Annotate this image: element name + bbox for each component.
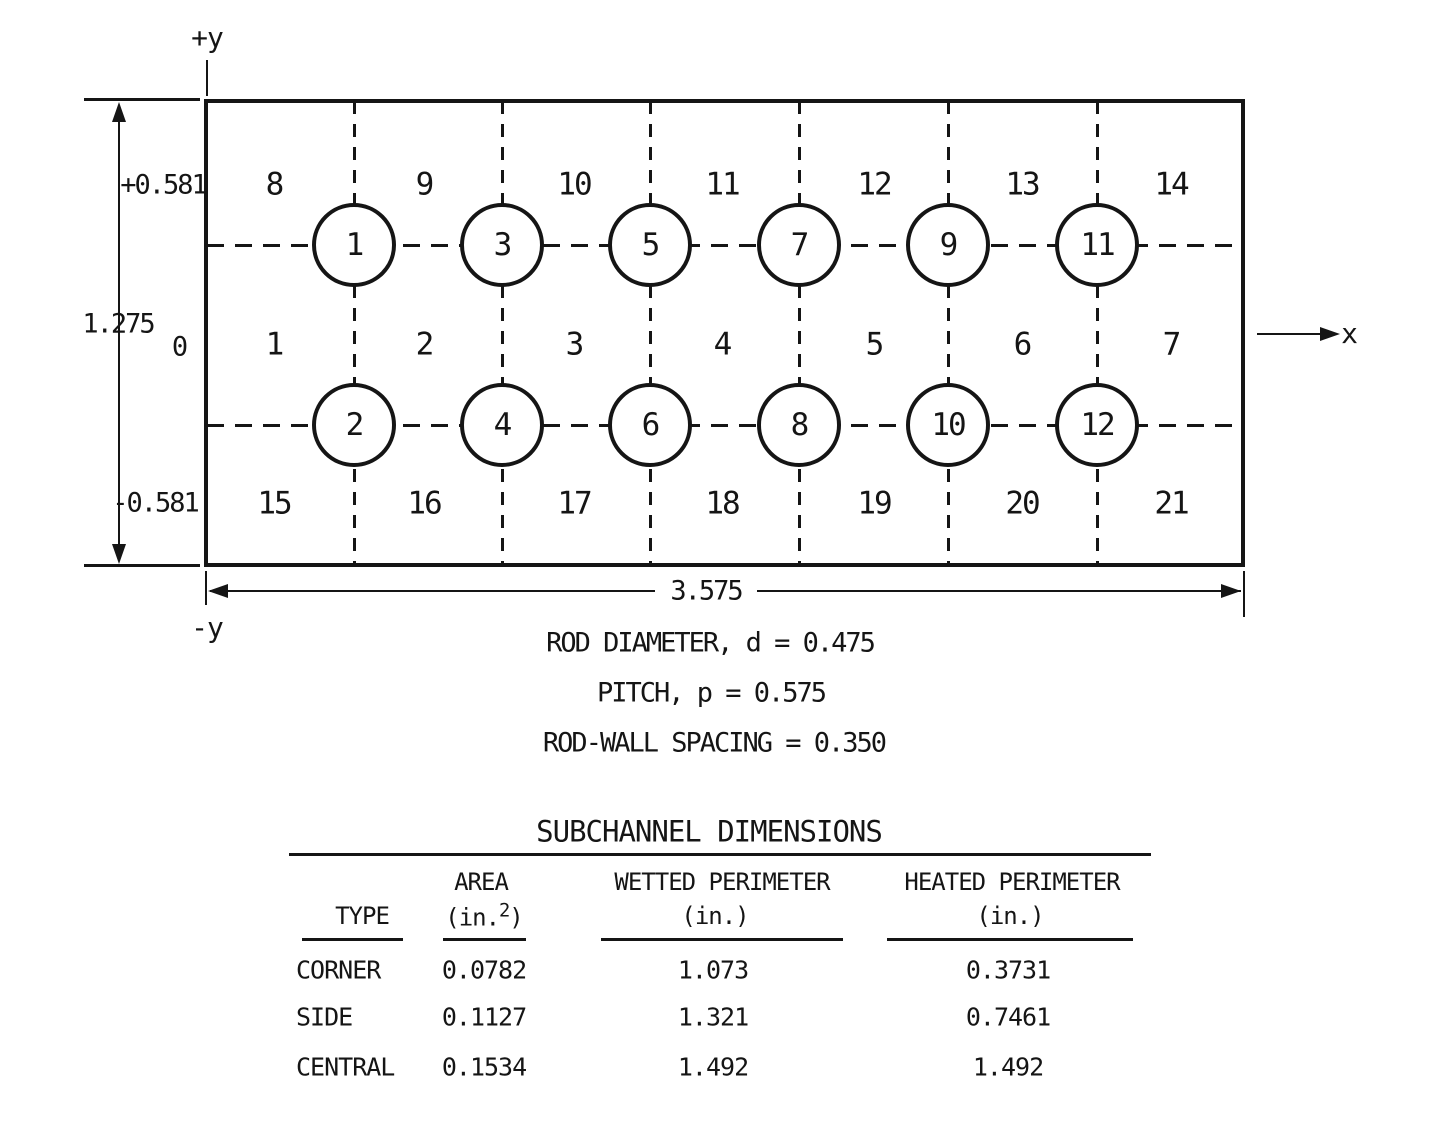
col-header-area-unit: (in.2): [445, 900, 524, 932]
x-axis-label: x: [1341, 317, 1358, 350]
subchannel-label: 7: [1162, 326, 1182, 363]
subchannel-label: 21: [1154, 485, 1189, 522]
table-title: SUBCHANNEL DIMENSIONS: [536, 814, 883, 849]
rod: 10: [906, 383, 990, 467]
table-cell-area: 0.1534: [441, 1052, 527, 1082]
y-axis-line-top: [206, 60, 208, 96]
rod-grid-vline: [500, 101, 504, 565]
rod-grid-vline: [352, 101, 356, 565]
rod: 2: [312, 383, 396, 467]
dim-y-minus-label: -0.581: [112, 487, 200, 519]
rod: 1: [312, 203, 396, 287]
dim-y-zero-label: 0: [171, 331, 188, 363]
col-header-heated: HEATED PERIMETER: [904, 868, 1120, 896]
subchannel-label: 19: [857, 485, 892, 522]
dim-width-line-left: [210, 590, 655, 592]
col-underline-wetted: [601, 938, 843, 941]
note-rod-diameter: ROD DIAMETER, d = 0.475: [546, 627, 876, 659]
table-cell-type: SIDE: [296, 1002, 353, 1032]
col-header-heated-unit: (in.): [976, 902, 1044, 930]
table-cell-wetted: 1.321: [677, 1002, 749, 1032]
dim-y-plus-label: +0.581: [120, 169, 208, 201]
rod-grid-hline: [207, 423, 1242, 427]
rod-grid-vline: [797, 101, 801, 565]
col-header-area: AREA: [454, 868, 509, 896]
subchannel-label: 5: [865, 326, 885, 363]
bundle-outline: [204, 99, 1245, 567]
subchannel-label: 2: [415, 326, 435, 363]
table-cell-area: 0.1127: [441, 1002, 527, 1032]
rod-grid-vline: [648, 101, 652, 565]
col-header-type: TYPE: [335, 902, 390, 930]
dim-width-line-right: [757, 590, 1241, 592]
rod-grid-vline: [1095, 101, 1099, 565]
col-underline-type: [302, 938, 403, 941]
table-cell-type: CENTRAL: [296, 1052, 395, 1082]
table-cell-area: 0.0782: [441, 955, 527, 985]
subchannel-label: 13: [1005, 166, 1040, 203]
subchannel-label: 11: [705, 166, 740, 203]
dim-height-ext-top: [84, 98, 200, 101]
rod: 9: [906, 203, 990, 287]
dim-width-ext-left: [205, 571, 207, 605]
subchannel-label: 15: [257, 485, 292, 522]
x-axis-arrowhead: [1320, 327, 1340, 341]
col-header-wetted: WETTED PERIMETER: [614, 868, 830, 896]
subchannel-label: 3: [565, 326, 585, 363]
subchannel-label: 16: [407, 485, 442, 522]
x-axis-line: [1257, 333, 1323, 335]
table-cell-wetted: 1.492: [677, 1052, 749, 1082]
rod: 7: [757, 203, 841, 287]
table-top-rule: [289, 853, 1151, 856]
subchannel-label: 9: [415, 166, 435, 203]
subchannel-label: 14: [1154, 166, 1189, 203]
table-cell-wetted: 1.073: [677, 955, 749, 985]
dim-width-arrowhead-right: [1221, 584, 1241, 598]
rod: 3: [460, 203, 544, 287]
subchannel-label: 10: [557, 166, 592, 203]
table-cell-type: CORNER: [296, 955, 381, 985]
subchannel-label: 12: [857, 166, 892, 203]
dim-height-arrow-line: [118, 105, 120, 561]
dim-height-arrowhead-top: [112, 102, 126, 122]
y-axis-minus-label: -y: [191, 611, 224, 644]
table-cell-heated: 1.492: [972, 1052, 1044, 1082]
subchannel-label: 1: [265, 326, 285, 363]
rod: 5: [608, 203, 692, 287]
dim-height-label: 1.275: [82, 308, 155, 340]
subchannel-label: 6: [1013, 326, 1033, 363]
rod: 11: [1055, 203, 1139, 287]
rod: 6: [608, 383, 692, 467]
dim-width-arrowhead-left: [208, 584, 228, 598]
subchannel-label: 20: [1005, 485, 1040, 522]
table-cell-heated: 0.3731: [965, 955, 1051, 985]
dim-width-label: 3.575: [670, 575, 743, 607]
rod: 8: [757, 383, 841, 467]
dim-height-arrowhead-bottom: [112, 544, 126, 564]
note-rod-wall-spacing: ROD-WALL SPACING = 0.350: [542, 727, 887, 759]
dim-width-ext-right: [1243, 571, 1245, 617]
col-underline-heated: [887, 938, 1133, 941]
table-cell-heated: 0.7461: [965, 1002, 1051, 1032]
rod: 4: [460, 383, 544, 467]
note-pitch: PITCH, p = 0.575: [596, 677, 827, 709]
y-axis-plus-label: +y: [191, 21, 224, 54]
rod-grid-vline: [946, 101, 950, 565]
dim-height-ext-bottom: [84, 564, 200, 567]
subchannel-label: 17: [557, 485, 592, 522]
rod: 12: [1055, 383, 1139, 467]
rod-grid-hline: [207, 243, 1242, 247]
col-underline-area: [443, 938, 526, 941]
col-header-wetted-unit: (in.): [681, 902, 749, 930]
subchannel-label: 18: [705, 485, 740, 522]
subchannel-label: 4: [713, 326, 733, 363]
subchannel-label: 8: [265, 166, 285, 203]
